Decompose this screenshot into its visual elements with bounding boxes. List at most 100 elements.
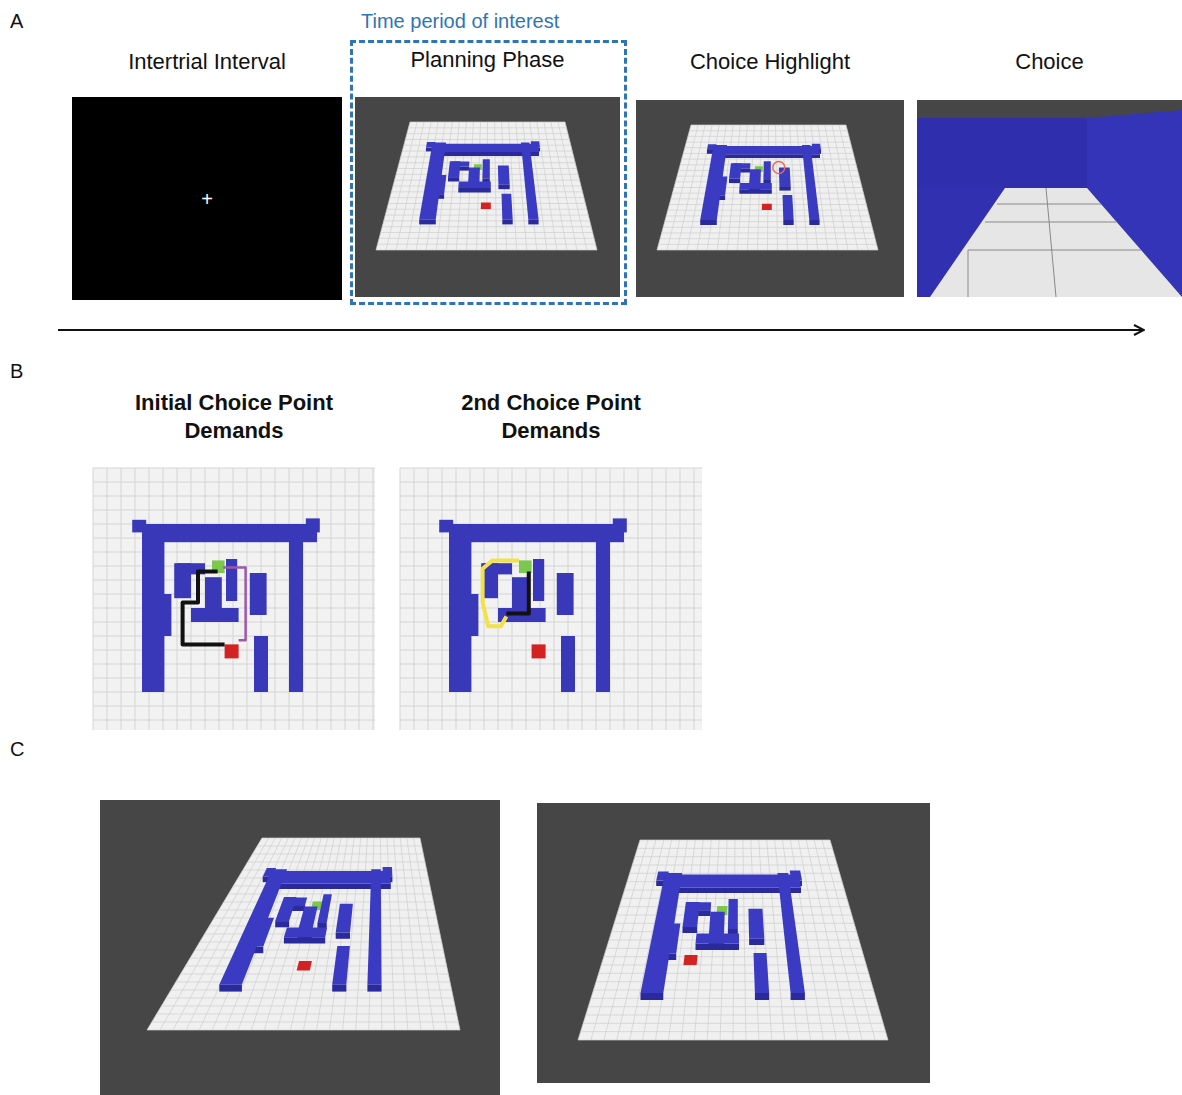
- maze-wall: [306, 518, 320, 532]
- wall-top: [498, 166, 510, 185]
- wall-face: [683, 927, 698, 933]
- wall-face: [700, 220, 717, 225]
- screen-panel: 2nd Choice Point Demands: [400, 385, 702, 465]
- wall-top: [763, 161, 770, 180]
- grid-line: [680, 468, 681, 730]
- grid-line: [767, 840, 785, 1040]
- grid-line: [376, 250, 597, 251]
- wall-face: [275, 921, 289, 927]
- floor: [147, 838, 460, 1030]
- route-line: [223, 567, 245, 640]
- wall-top: [419, 143, 446, 220]
- wall-top: [802, 145, 820, 220]
- wall-top: [275, 897, 296, 921]
- grid-line: [382, 226, 591, 227]
- wall-top: [458, 182, 491, 188]
- maze-wall: [613, 518, 627, 532]
- grid-line: [400, 678, 702, 679]
- wall-top: [219, 869, 287, 984]
- grid-line: [93, 482, 375, 483]
- route-line: [483, 560, 519, 626]
- wall-top: [332, 946, 350, 984]
- grid-line: [554, 468, 555, 730]
- grid-line: [551, 122, 577, 250]
- wall-top: [739, 183, 772, 189]
- grid-line: [671, 198, 865, 199]
- grid-line: [624, 468, 625, 730]
- goal-square: [532, 644, 546, 658]
- wall-top: [284, 928, 327, 938]
- floor: [930, 188, 1182, 297]
- grid-line: [400, 720, 702, 721]
- goal-square: [225, 644, 239, 658]
- grid-line: [596, 981, 871, 982]
- grid-line: [586, 1015, 881, 1016]
- grid-line: [331, 468, 332, 730]
- wall-face: [755, 993, 769, 1000]
- grid-line: [166, 998, 453, 999]
- wall-face: [528, 219, 538, 224]
- wall-face: [419, 219, 436, 224]
- floor: [376, 122, 597, 250]
- grid-line: [378, 244, 596, 245]
- grid-line: [93, 664, 375, 665]
- grid-line: [93, 510, 375, 511]
- grid-line: [387, 838, 395, 1030]
- wall-face: [729, 179, 740, 183]
- grid-line: [356, 838, 368, 1030]
- grid-line: [381, 232, 593, 233]
- maze-wall: [561, 636, 575, 692]
- grid-line: [442, 468, 443, 730]
- grid-line: [825, 125, 848, 250]
- screen-panel: Choice Highlight: [636, 44, 904, 297]
- grid-line: [666, 215, 869, 216]
- wall-top: [482, 159, 489, 178]
- grid-line: [359, 468, 360, 730]
- grid-line: [171, 990, 452, 991]
- floor: [400, 468, 702, 730]
- grid-line: [662, 232, 874, 233]
- grid-line: [776, 125, 778, 250]
- screen-panel: Intertrial Interval+: [72, 44, 342, 300]
- grid-line: [806, 840, 849, 1040]
- route-line: [506, 572, 528, 614]
- grid-line: [509, 122, 517, 250]
- floor: [657, 125, 878, 250]
- wall-face: [783, 220, 793, 225]
- wall-face: [448, 177, 459, 181]
- maze-wall: [191, 608, 239, 622]
- grid-line: [93, 636, 375, 637]
- wall-top: [502, 194, 513, 220]
- wall-face: [749, 939, 764, 945]
- wall-top: [729, 163, 742, 179]
- grid-line: [832, 125, 858, 250]
- tile-line: [968, 250, 1141, 251]
- floor: [93, 468, 375, 730]
- grid-line: [657, 250, 878, 251]
- grid-line: [157, 1014, 457, 1015]
- grid-line: [400, 608, 702, 609]
- wall-face: [502, 219, 512, 224]
- wall-face: [367, 984, 381, 991]
- grid-line: [93, 678, 375, 679]
- grid-line: [420, 838, 460, 1030]
- grid-line: [379, 238, 594, 239]
- grid-line: [135, 468, 136, 730]
- grid-line: [147, 1030, 460, 1031]
- wall-top: [754, 953, 770, 993]
- grid-line: [400, 650, 702, 651]
- example-screen: [100, 800, 500, 1095]
- grid-line: [390, 197, 584, 198]
- grid-line: [400, 664, 702, 665]
- grid-line: [583, 1023, 883, 1024]
- grid-line: [694, 468, 695, 730]
- screen-panel: Planning Phase: [355, 44, 620, 297]
- grid-line: [498, 468, 499, 730]
- back-wall: [917, 118, 1087, 188]
- screen-panel: Time period of interestPlanning Phase: [350, 40, 627, 305]
- grid-line: [384, 220, 590, 221]
- screen-panel: Choice: [917, 44, 1182, 297]
- wall-top: [783, 195, 794, 220]
- maze-wall: [557, 573, 574, 615]
- grid-line: [413, 838, 447, 1030]
